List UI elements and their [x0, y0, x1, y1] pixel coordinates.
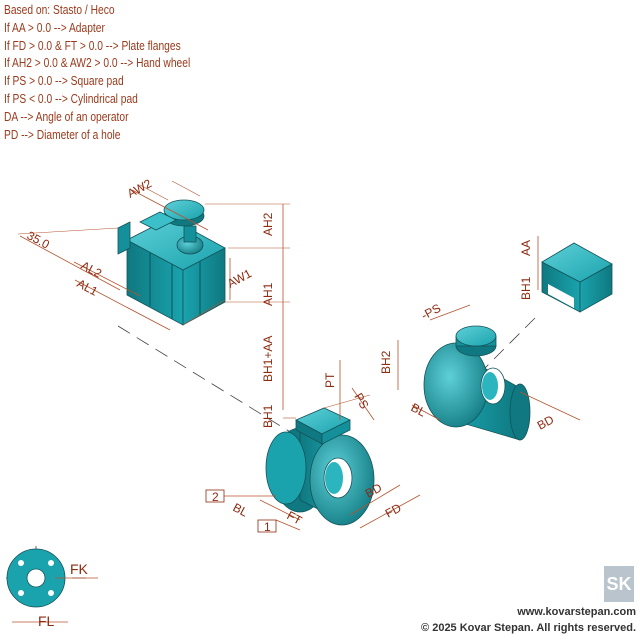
dim-bh2: BH2 [379, 350, 393, 374]
dim-35: 35.0 [25, 228, 52, 251]
sk-logo-icon: SK [604, 566, 634, 602]
valve-cylinder-body [423, 325, 531, 441]
notes-list: Based on: Stasto / Heco If AA > 0.0 --> … [4, 2, 231, 144]
dim-aw1: AW1 [225, 266, 254, 291]
note-line: If PS < 0.0 --> Cylindrical pad [4, 91, 138, 106]
box-2-label: 2 [212, 490, 219, 504]
valve-main-dimensions [259, 360, 421, 531]
actuator-dimensions [17, 180, 290, 410]
dim-bh1: BH1 [261, 404, 275, 428]
footer-copyright: © 2025 Kovar Stepan. All rights reserved… [421, 622, 636, 634]
dim-bh1-adapter: BH1 [519, 276, 533, 300]
note-line: If AH2 > 0.0 & AW2 > 0.0 --> Hand wheel [4, 56, 191, 71]
note-line: If PS > 0.0 --> Square pad [4, 74, 124, 89]
box-1-label: 1 [264, 520, 271, 534]
center-line [464, 317, 536, 389]
dim-aw2: AW2 [125, 176, 154, 201]
valve-cylinder-dimensions [397, 304, 581, 421]
footer-url[interactable]: www.kovarstepan.com [517, 606, 636, 618]
dim-neg-ps: -PS [419, 301, 443, 323]
dim-ft: FT [285, 508, 305, 528]
note-line: DA --> Angle of an operator [4, 109, 129, 124]
flange-detail [6, 548, 98, 623]
dim-fl: FL [38, 613, 55, 629]
dim-fk: FK [70, 561, 89, 577]
dim-bl: BL [231, 500, 251, 519]
note-line: Based on: Stasto / Heco [4, 3, 115, 17]
dim-aa: AA [519, 240, 533, 256]
dim-fd: FD [383, 501, 404, 521]
dim-bl-cyl: BL [409, 400, 429, 419]
dim-ah2: AH2 [261, 212, 275, 236]
dim-bd-cyl: BD [535, 412, 557, 432]
dim-pt: PT [323, 372, 337, 388]
valve-main-body [265, 407, 375, 526]
box-1: 1 [257, 519, 277, 534]
dim-ps: PS [351, 391, 371, 412]
center-line [117, 325, 301, 439]
box-2: 2 [205, 489, 276, 504]
adapter [537, 236, 613, 313]
note-line: If AA > 0.0 --> Adapter [4, 20, 105, 35]
note-line: PD --> Diameter of a hole [4, 127, 121, 142]
note-line: If FD > 0.0 & FT > 0.0 --> Plate flanges [4, 38, 181, 53]
dim-bh1-aa: BH1+AA [261, 336, 275, 382]
actuator-body [117, 199, 226, 326]
dim-ah1: AH1 [261, 282, 275, 306]
